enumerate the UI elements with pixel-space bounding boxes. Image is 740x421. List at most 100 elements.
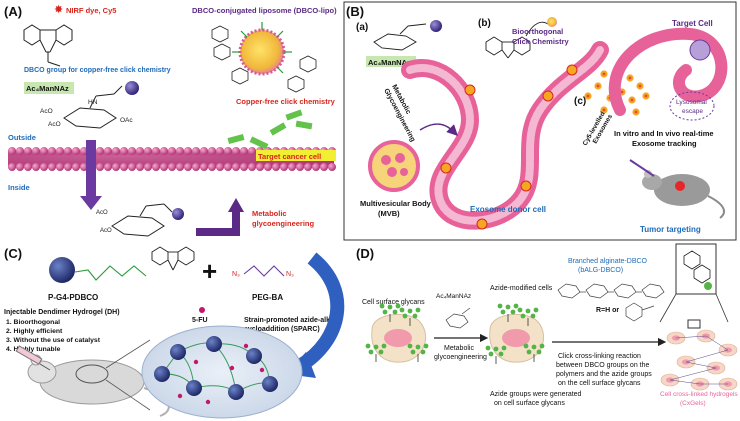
metabolic-label-1: Metabolic [252, 209, 287, 218]
panel-b-letter: (B) [346, 4, 364, 19]
aco-label-bottom-2: AcO [100, 228, 112, 234]
glycan-unit [530, 313, 536, 319]
mvb-label-2: (MVB) [378, 209, 400, 218]
membrane-exosome [542, 90, 554, 102]
step-a: (a) [356, 22, 368, 33]
sugar-structure-bottom [111, 203, 173, 237]
lipid-head [200, 163, 208, 171]
glycan-unit [407, 308, 413, 314]
pg4-label: P-G4-PDBCO [48, 293, 98, 302]
glycan-unit [382, 309, 388, 315]
lipid-head [248, 163, 256, 171]
exosome-core [586, 94, 590, 98]
pegba-label: PEG-BA [252, 293, 283, 302]
hydrogel-network [154, 336, 278, 405]
lipid-head [296, 163, 304, 171]
glycan-unit [402, 313, 408, 319]
glycan-unit [500, 309, 506, 315]
exosome-core [602, 72, 606, 76]
lipid-head [248, 147, 256, 155]
lipid-head [152, 163, 160, 171]
glycan-unit [510, 309, 516, 315]
zoom-line-d-1 [659, 293, 677, 323]
sparc-label-2: cycloaddition (SPARC) [244, 326, 320, 333]
lipid-head [256, 163, 264, 171]
injection-site [75, 364, 109, 384]
glycan-unit [423, 343, 429, 349]
dye-ball-b [547, 17, 557, 27]
aco-label-1: AcO [40, 108, 53, 115]
lipid-head [152, 147, 160, 155]
dendrimer-node [262, 376, 278, 392]
dbco-structure-c [151, 246, 195, 271]
gel-fiber [669, 379, 701, 385]
aco-label-bottom-1: AcO [96, 210, 108, 216]
lipid-head [304, 163, 312, 171]
tumor-label: Tumor targeting [640, 225, 701, 234]
alginate-structure [557, 283, 665, 299]
sugar-structure-b [373, 23, 427, 51]
ac4-label: Ac₄ManNAz [26, 84, 69, 93]
panel-a-letter: (A) [4, 4, 22, 19]
metabolic-label-2: glycoengineering [252, 219, 315, 228]
glycan-unit [488, 351, 494, 357]
glycan-unit [501, 345, 507, 351]
branched-label-2: (bALG-DBCO) [578, 267, 623, 274]
glycan-unit [531, 344, 537, 350]
bio-label-1: Bioorthogonal [512, 27, 563, 36]
drug-dot [205, 399, 211, 405]
lipid-head [32, 163, 40, 171]
click-4: on the cell surface glycans [558, 380, 641, 387]
inside-label: Inside [8, 183, 30, 192]
panel-a: (A) ✸ NIRF dye, Cy5 DBCO-conjugated lipo… [4, 4, 337, 237]
cell-1 [371, 313, 427, 363]
drug-dot [193, 359, 199, 365]
cross-label-2: (CxGels) [680, 400, 706, 407]
ac4-label-b: Ac₄ManNAz [368, 58, 411, 67]
lipid-head [280, 163, 288, 171]
dh-item-4: 4. Highly tunable [6, 346, 61, 353]
panel-d: (D) Cell surface glycans Ac₄ManNAz Azide… [356, 243, 738, 407]
dendrimer-node [154, 366, 170, 382]
sparc-label-1: Strain-promoted azide-alkyne [244, 317, 342, 324]
lipid-head [16, 147, 24, 155]
glycan-unit [399, 307, 405, 313]
lipid-head [184, 147, 192, 155]
target-cancer-label: Target cancer cell [258, 152, 321, 161]
glycan-unit [392, 309, 398, 315]
target-cancer-highlight [256, 150, 336, 161]
drug-dot [177, 393, 183, 399]
lipid-head [56, 147, 64, 155]
dendrimer-node [186, 380, 202, 396]
oac-label: OAc [120, 117, 133, 124]
lipid-head [32, 147, 40, 155]
glycan-unit [485, 345, 491, 351]
panel-c: (C) P-G4-PDBCO + N₃ N₃ PEG-BA Injectable… [4, 246, 345, 419]
sugar-d [445, 307, 471, 329]
lyso-label-1: Lysosomal [676, 99, 707, 106]
lyso-label-2: escape [682, 108, 703, 115]
azide-cells-label: Azide-modified cells [490, 285, 553, 292]
lipid-head [216, 147, 224, 155]
glycan-unit [373, 344, 379, 350]
curved-blue-arrow [296, 252, 345, 372]
glycan-unit [533, 307, 539, 313]
lipid-head [264, 163, 272, 171]
lipid-head [136, 147, 144, 155]
mvb-arrow [419, 123, 458, 136]
dh-item-3: 3. Without the use of catalyst [6, 337, 101, 344]
vivo-label-2: Exosome tracking [632, 139, 697, 148]
lipid-head [192, 147, 200, 155]
lipid-head [136, 163, 144, 171]
glycan-unit [523, 343, 529, 349]
lipid-head [112, 163, 120, 171]
cell-2 [489, 313, 545, 363]
lipid-head [320, 163, 328, 171]
peg-chain [74, 265, 147, 281]
liposome [232, 22, 292, 76]
sugar-structure [63, 85, 123, 129]
lipid-head [160, 163, 168, 171]
glycan-trees [365, 303, 545, 364]
lipid-head [328, 163, 336, 171]
metabolic-arrow [196, 210, 240, 236]
